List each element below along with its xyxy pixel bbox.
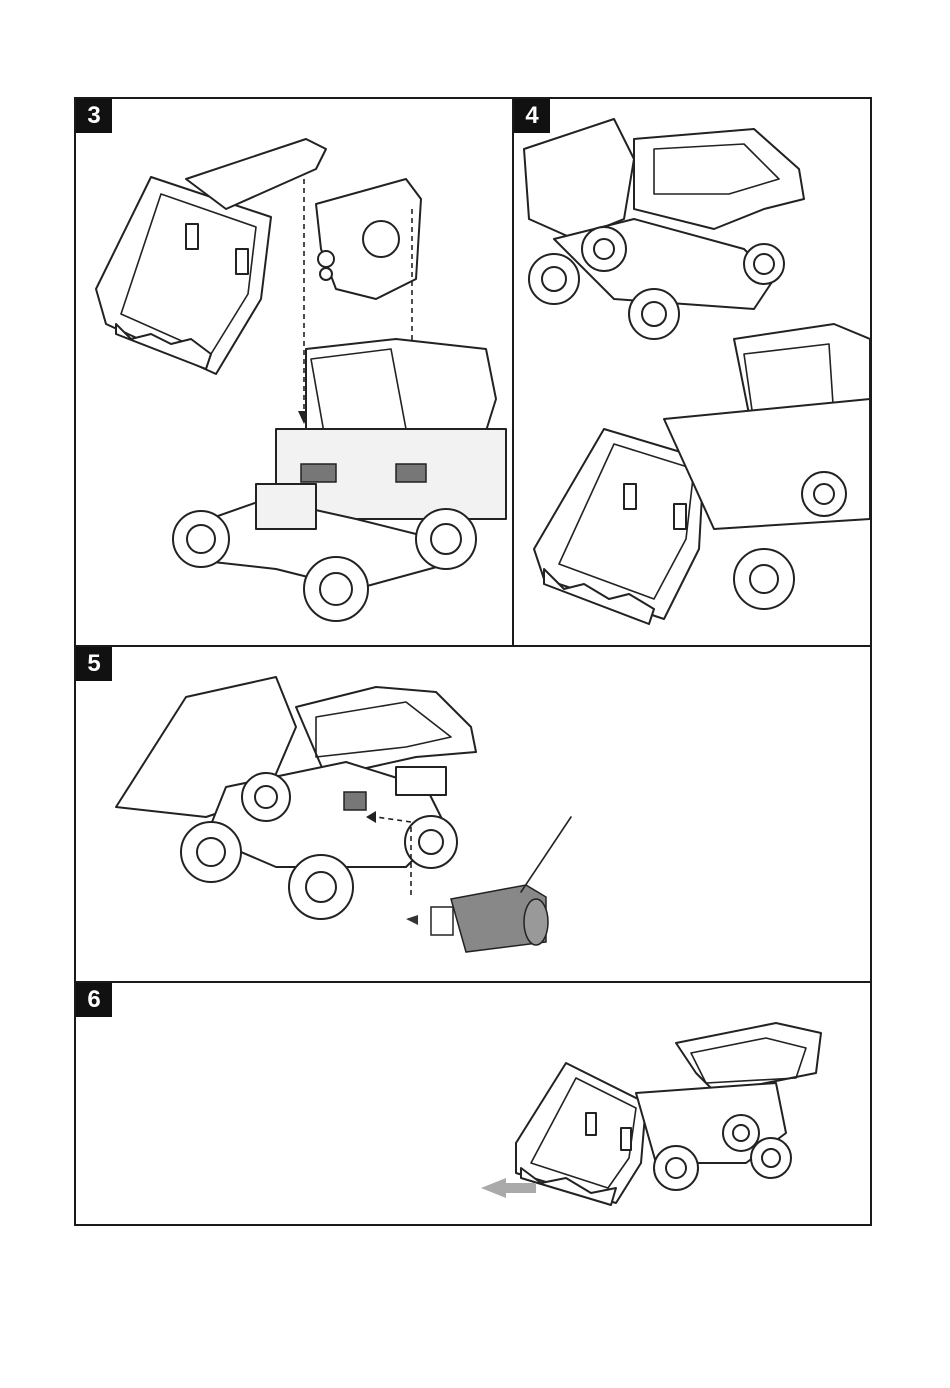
- loader-assembly-front-view: [534, 324, 870, 624]
- step-3-illustration: [76, 99, 512, 645]
- loader-bucket: [96, 139, 326, 374]
- arm-piece: [316, 179, 421, 299]
- step-4-panel: 4: [512, 97, 872, 647]
- step-5-panel: 5: [74, 645, 872, 983]
- step-5-illustration: [76, 647, 870, 981]
- step-6-panel: 6: [74, 981, 872, 1226]
- loader-assembly-rear-view: [524, 119, 804, 339]
- step-6-illustration: [76, 983, 870, 1224]
- step-4-illustration: [514, 99, 870, 645]
- completed-loader: [516, 1023, 821, 1205]
- step-3-panel: 3: [74, 97, 514, 647]
